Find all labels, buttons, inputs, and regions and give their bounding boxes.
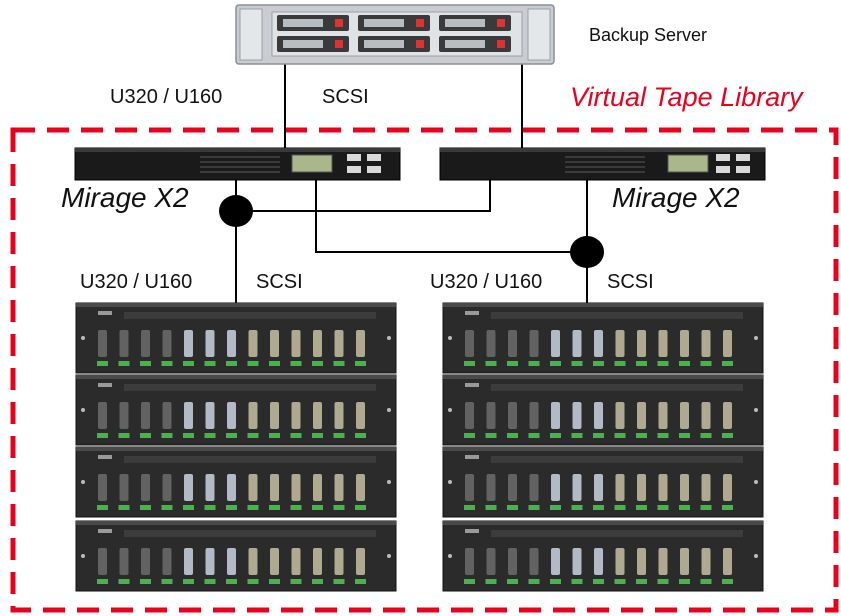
- virtual-tape-library-label: Virtual Tape Library: [570, 82, 803, 112]
- backup-server-label: Backup Server: [589, 25, 708, 45]
- right-link-protocol-label: SCSI: [607, 271, 654, 293]
- right-array-enclosure-3: [442, 446, 764, 518]
- left-cross-link: [236, 180, 491, 212]
- left-array-enclosure-3: [75, 446, 397, 518]
- left-array-enclosure-1: [75, 302, 397, 374]
- right-cross-link: [315, 180, 587, 253]
- top-link-interface-label: U320 / U160: [110, 86, 223, 108]
- right-controller-icon: [439, 147, 766, 181]
- left-array-enclosure-4: [75, 520, 397, 592]
- left-junction-node-icon: [219, 195, 253, 227]
- left-controller-label: Mirage X2: [61, 182, 189, 213]
- right-disk-array: [442, 302, 764, 592]
- right-link-interface-label: U320 / U160: [430, 271, 543, 293]
- right-array-enclosure-1: [442, 302, 764, 374]
- right-array-enclosure-2: [442, 374, 764, 446]
- left-link-protocol-label: SCSI: [256, 271, 303, 293]
- top-link-protocol-label: SCSI: [322, 86, 369, 108]
- left-controller-icon: [74, 147, 401, 181]
- right-junction-node-icon: [570, 236, 604, 268]
- backup-server-icon: [235, 4, 555, 65]
- left-link-interface-label: U320 / U160: [80, 271, 193, 293]
- left-array-enclosure-2: [75, 374, 397, 446]
- right-controller-label: Mirage X2: [612, 182, 740, 213]
- connection-lines: [235, 62, 588, 303]
- left-disk-array: [75, 302, 397, 592]
- virtual-tape-library-boundary: [10, 127, 839, 613]
- right-array-enclosure-4: [442, 520, 764, 592]
